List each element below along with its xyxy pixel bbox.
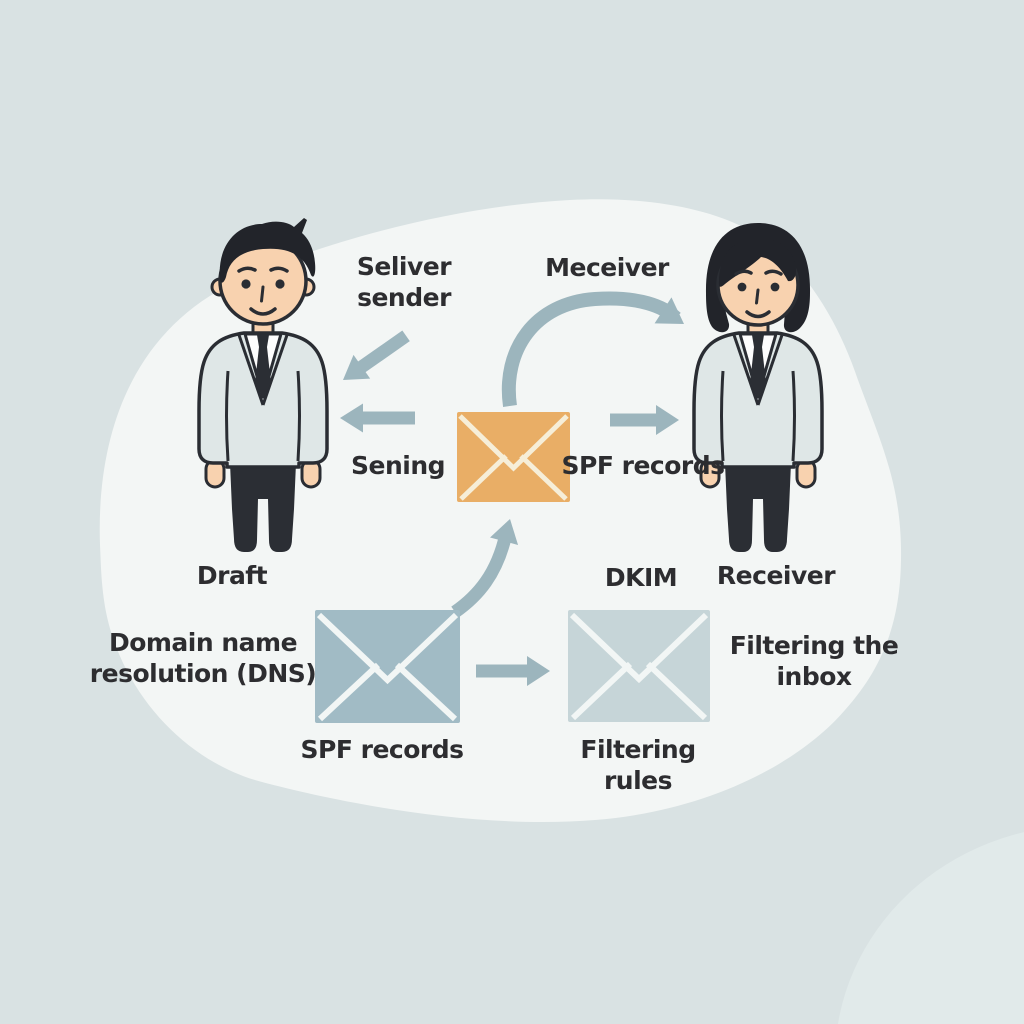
sender-tie bbox=[255, 335, 271, 398]
label-dkim: DKIM bbox=[604, 563, 678, 592]
receiver-jacket bbox=[692, 331, 824, 469]
arrow-curve-to-receiver-icon bbox=[501, 291, 684, 407]
envelope-dns-icon bbox=[315, 610, 460, 723]
label-receiver: Receiver bbox=[716, 561, 836, 590]
receiver-legs bbox=[725, 463, 791, 552]
arrow-envelope-to-sender-upper-icon bbox=[343, 330, 410, 380]
label-filtering-rules: Filtering rules bbox=[580, 735, 696, 795]
arrow-dns-to-filter-icon bbox=[476, 656, 550, 686]
label-sender-top: Seliver sender bbox=[356, 252, 452, 312]
arrow-dns-curve-to-center-icon bbox=[451, 519, 519, 618]
label-dns: Domain name resolution (DNS) bbox=[89, 628, 317, 688]
corner-accent-shape bbox=[838, 832, 1024, 1024]
label-receiver-top: Meceiver bbox=[545, 253, 669, 282]
label-spf-bottom: SPF records bbox=[300, 735, 465, 764]
receiver-tie bbox=[750, 335, 766, 398]
sender-legs bbox=[230, 463, 296, 552]
label-filtering-inbox: Filtering the inbox bbox=[729, 631, 899, 691]
label-draft: Draft bbox=[196, 561, 268, 590]
receiver-hair-bangs bbox=[718, 238, 796, 287]
arrow-envelope-to-sender-lower-icon bbox=[340, 403, 415, 433]
arrow-envelope-to-receiver-icon bbox=[610, 405, 679, 435]
envelope-filter-icon bbox=[568, 610, 710, 722]
envelope-center-icon bbox=[457, 412, 570, 502]
sender-hair bbox=[219, 218, 316, 283]
label-spf-mid: SPF records bbox=[561, 451, 726, 480]
receiver-figure bbox=[692, 223, 824, 552]
sender-jacket bbox=[197, 331, 329, 469]
label-sending: Sening bbox=[350, 451, 446, 480]
sender-figure bbox=[197, 218, 329, 552]
